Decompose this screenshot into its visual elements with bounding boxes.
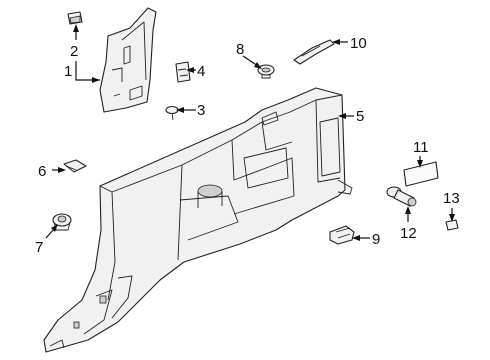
plug-part-6 <box>63 159 87 173</box>
clip-part-2 <box>67 11 83 25</box>
callout-8: 8 <box>236 41 244 58</box>
bracket-part-4 <box>175 61 191 83</box>
push-pin-part-8 <box>257 64 275 79</box>
hook-part-9 <box>329 225 355 245</box>
callout-2: 2 <box>70 43 78 60</box>
callout-13: 13 <box>443 190 460 207</box>
callout-leaders <box>45 24 455 241</box>
callout-9: 9 <box>372 231 380 248</box>
callout-3: 3 <box>197 102 205 119</box>
callout-11: 11 <box>413 139 429 156</box>
strap-part-10 <box>293 39 335 65</box>
callout-1: 1 <box>64 63 72 80</box>
cover-plate-part-11 <box>403 161 439 187</box>
callout-6: 6 <box>38 163 46 180</box>
callout-4: 4 <box>197 63 205 80</box>
nut-part-13 <box>445 219 459 231</box>
screw-part-3 <box>165 105 179 121</box>
pillar-trim <box>99 7 157 113</box>
callout-7: 7 <box>35 239 43 256</box>
bolt-part-12 <box>386 186 417 207</box>
callout-12: 12 <box>400 225 417 242</box>
callout-5: 5 <box>356 108 364 125</box>
quarter-trim-panel <box>43 87 353 353</box>
callout-numbers: 1 2 3 4 5 6 7 8 9 10 11 12 13 <box>35 35 460 256</box>
grommet-part-7 <box>52 213 72 231</box>
callout-10: 10 <box>350 35 367 52</box>
